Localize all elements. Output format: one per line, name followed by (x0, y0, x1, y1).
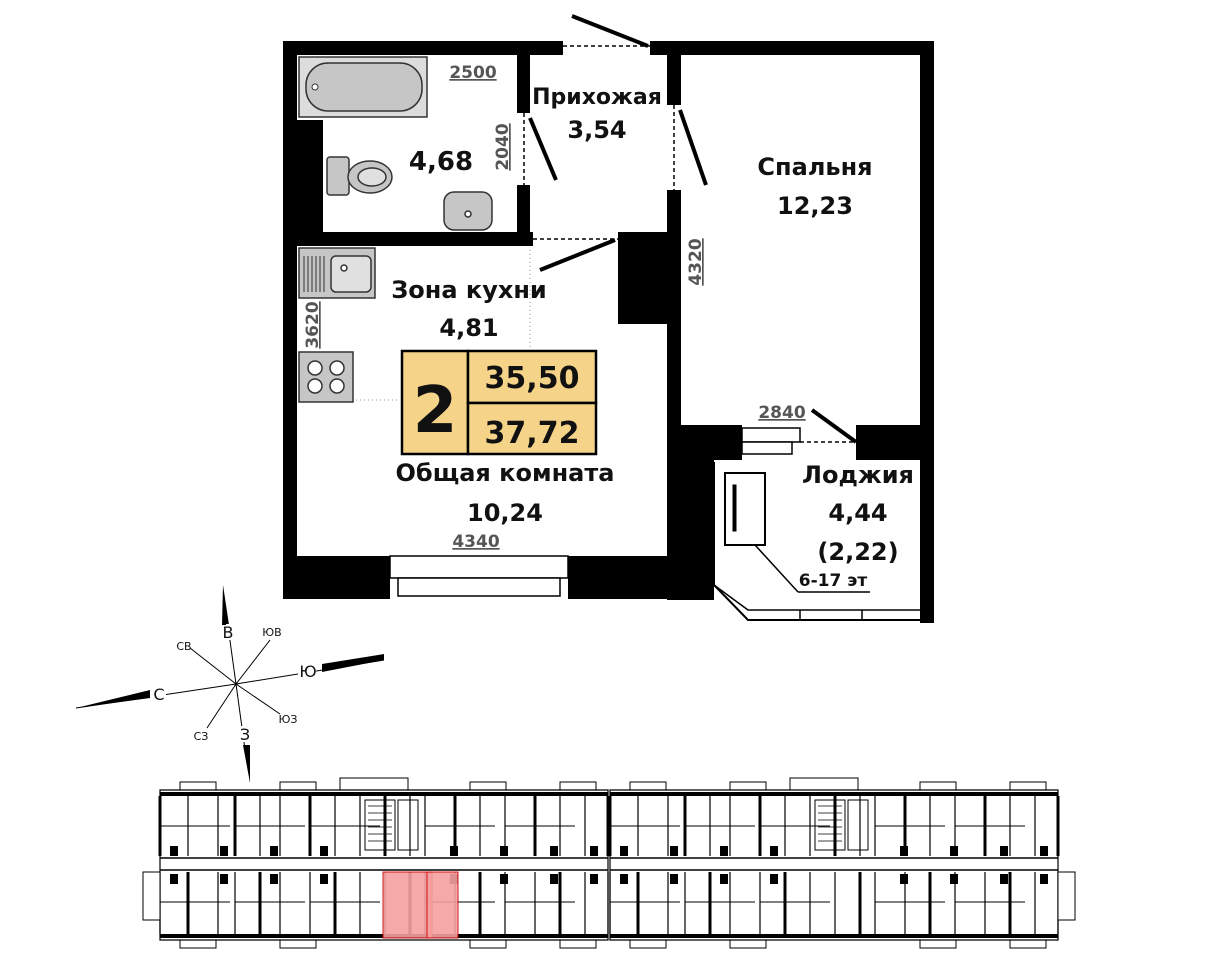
walls (283, 41, 934, 623)
compass-nw: СВ (176, 640, 191, 653)
loggia-outline (713, 462, 920, 621)
kitchen-area: 4,81 (439, 314, 498, 342)
bedroom-area: 12,23 (777, 192, 853, 220)
compass-rose: В З С Ю СВ ЮВ СЗ ЮЗ (75, 585, 385, 783)
door-openings (352, 14, 858, 444)
bathroom-area: 4,68 (409, 147, 473, 177)
dim-kitchen-depth: 3620 (303, 301, 323, 348)
windows (389, 427, 801, 597)
living-area-total: 35,50 (485, 361, 580, 396)
compass-w: С (153, 685, 164, 704)
living-name: Общая комната (396, 459, 615, 487)
dim-living-width: 4340 (452, 532, 499, 552)
compass-se: ЮЗ (279, 713, 298, 726)
compass-e: Ю (299, 662, 316, 681)
loggia-name: Лоджия (802, 461, 914, 489)
sink-icon (443, 191, 493, 231)
highlighted-apartment (382, 871, 433, 939)
hallway-name: Прихожая (532, 85, 662, 110)
dim-loggia-width: 2840 (758, 403, 805, 423)
toilet-icon (326, 156, 393, 196)
bedroom-name: Спальня (757, 153, 872, 181)
kitchen-sink-icon (298, 247, 376, 299)
loggia-area: 4,44 (828, 499, 887, 527)
bathtub-icon (298, 56, 428, 118)
loggia-floors-note: 6-17 эт (799, 571, 868, 591)
hallway-area: 3,54 (567, 116, 626, 144)
area-summary-badge: 2 35,50 37,72 (400, 349, 598, 456)
highlighted-apartment-part (426, 871, 459, 939)
total-area: 37,72 (485, 416, 580, 451)
dim-bath-width: 2500 (449, 63, 496, 83)
compass-sw: СЗ (194, 730, 209, 743)
dim-bedroom-depth: 4320 (686, 238, 706, 285)
kitchen-name: Зона кухни (391, 276, 546, 304)
room-count: 2 (413, 374, 458, 448)
compass-ne: ЮВ (262, 626, 281, 639)
building-key-plan (142, 777, 1076, 949)
stove-icon (298, 351, 354, 403)
compass-s: З (240, 725, 250, 744)
dim-bath-depth: 2040 (493, 123, 513, 170)
living-area: 10,24 (467, 499, 543, 527)
compass-n: В (223, 623, 234, 642)
loggia-area-reduced: (2,22) (817, 538, 898, 566)
